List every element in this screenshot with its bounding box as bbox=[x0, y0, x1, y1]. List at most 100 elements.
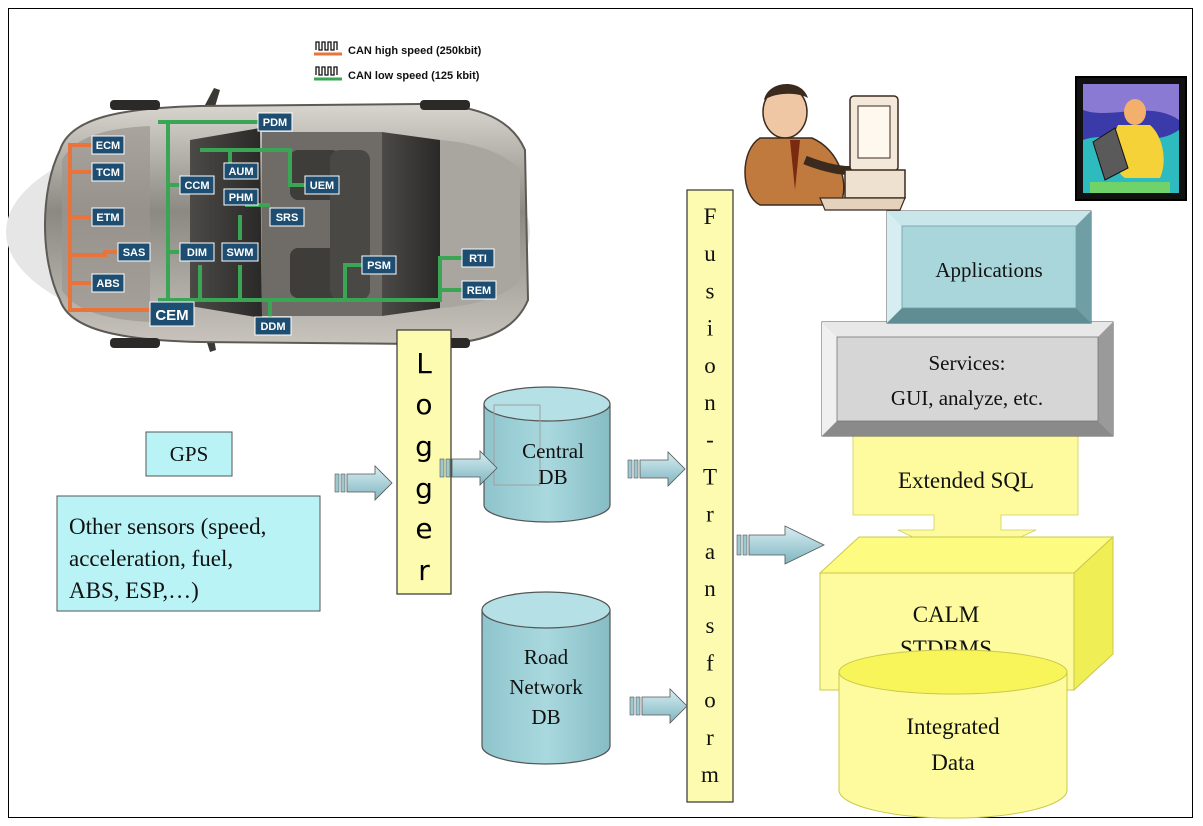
arrow-road-db-to-fusion bbox=[629, 688, 688, 724]
module-tcm: TCM bbox=[91, 162, 125, 182]
module-srs: SRS bbox=[269, 207, 305, 227]
other-sensors-box: Other sensors (speed, acceleration, fuel… bbox=[56, 495, 321, 612]
extended-sql-label: Extended SQL bbox=[898, 468, 1034, 493]
fusion-letter: F bbox=[704, 204, 717, 229]
road-db-label-1: Road bbox=[524, 645, 569, 669]
services-box: Services: GUI, analyze, etc. bbox=[821, 321, 1114, 437]
other-sensors-line-1: Other sensors (speed, bbox=[69, 514, 266, 539]
svg-text:DIM: DIM bbox=[187, 247, 207, 259]
fusion-letter: s bbox=[706, 278, 715, 303]
svg-text:DDM: DDM bbox=[260, 321, 285, 333]
logger-letter: e bbox=[415, 512, 432, 545]
svg-text:PHM: PHM bbox=[229, 192, 253, 204]
central-db-label-2: DB bbox=[538, 465, 567, 489]
integrated-data-cylinder: Integrated Data bbox=[838, 649, 1068, 819]
other-sensors-line-2: acceleration, fuel, bbox=[69, 546, 233, 571]
module-psm: PSM bbox=[361, 255, 397, 275]
module-ccm: CCM bbox=[179, 175, 215, 195]
svg-text:TCM: TCM bbox=[96, 167, 120, 179]
flow-arrows bbox=[334, 450, 825, 724]
module-etm: ETM bbox=[91, 207, 125, 227]
svg-text:UEM: UEM bbox=[310, 180, 334, 192]
svg-text:ETM: ETM bbox=[96, 212, 119, 224]
signal-waveform-icon bbox=[315, 66, 338, 76]
svg-text:CEM: CEM bbox=[155, 307, 188, 324]
svg-text:PDM: PDM bbox=[263, 117, 287, 129]
module-rem: REM bbox=[461, 280, 497, 300]
legend: CAN high speed (250kbit) CAN low speed (… bbox=[314, 41, 482, 82]
svg-text:PSM: PSM bbox=[367, 260, 391, 272]
fusion-letter: n bbox=[704, 576, 716, 601]
logger-letter: g bbox=[415, 430, 433, 463]
logger-letter: o bbox=[415, 388, 432, 421]
svg-text:ABS: ABS bbox=[96, 278, 119, 290]
person-at-computer-icon bbox=[744, 83, 906, 211]
fusion-letter: f bbox=[706, 650, 714, 675]
svg-text:SWM: SWM bbox=[227, 247, 254, 259]
svg-text:SRS: SRS bbox=[276, 212, 299, 224]
laptop-user-icon bbox=[1075, 76, 1187, 201]
module-aum: AUM bbox=[223, 162, 259, 180]
fusion-letter: r bbox=[706, 725, 714, 750]
arrow-central-db-to-fusion bbox=[627, 451, 686, 487]
slide-frame bbox=[8, 8, 1193, 818]
arrow-logger-to-central-db bbox=[439, 450, 498, 486]
fusion-letter: o bbox=[704, 353, 716, 378]
module-sas: SAS bbox=[117, 242, 151, 262]
logger-letter: g bbox=[415, 472, 433, 505]
can-low-bus bbox=[158, 120, 462, 322]
applications-box: Applications bbox=[886, 210, 1092, 324]
road-network-db-cylinder: Road Network DB bbox=[481, 591, 611, 765]
svg-text:ECM: ECM bbox=[96, 140, 120, 152]
module-cem: CEM bbox=[149, 301, 195, 327]
svg-text:SAS: SAS bbox=[123, 247, 146, 259]
module-swm: SWM bbox=[221, 242, 259, 262]
fusion-letter: i bbox=[707, 316, 713, 341]
logger-letter: r bbox=[418, 554, 430, 587]
svg-text:CCM: CCM bbox=[184, 180, 209, 192]
fusion-letter: o bbox=[704, 688, 716, 713]
other-sensors-line-3: ABS, ESP,…) bbox=[69, 578, 199, 603]
calm-label: CALM bbox=[913, 602, 979, 627]
services-label-2: GUI, analyze, etc. bbox=[891, 386, 1043, 410]
fusion-letter: T bbox=[703, 464, 717, 489]
fusion-letter: s bbox=[706, 613, 715, 638]
svg-text:RTI: RTI bbox=[469, 253, 487, 265]
module-dim: DIM bbox=[179, 242, 215, 262]
applications-label: Applications bbox=[935, 258, 1042, 282]
can-high-bus bbox=[68, 143, 150, 312]
svg-text:AUM: AUM bbox=[228, 166, 253, 178]
module-ecm: ECM bbox=[91, 135, 125, 155]
road-db-label-3: DB bbox=[531, 705, 560, 729]
signal-waveform-icon bbox=[315, 41, 338, 51]
fusion-letter: a bbox=[705, 539, 715, 564]
gps-box: GPS bbox=[145, 431, 233, 477]
fusion-letter: r bbox=[706, 502, 714, 527]
arrow-sensors-to-logger bbox=[334, 465, 393, 501]
module-rti: RTI bbox=[461, 248, 495, 268]
fusion-letter: n bbox=[704, 390, 716, 415]
logger-letter: L bbox=[416, 347, 432, 380]
legend-high-speed: CAN high speed (250kbit) bbox=[348, 45, 482, 57]
central-db-cylinder: Central DB bbox=[483, 386, 611, 523]
module-phm: PHM bbox=[223, 188, 259, 206]
services-label-1: Services: bbox=[929, 351, 1006, 375]
module-ddm: DDM bbox=[254, 316, 292, 336]
car-network-image: CAN high speed (250kbit) CAN low speed (… bbox=[6, 41, 530, 352]
arrow-fusion-to-stdbms bbox=[736, 525, 825, 565]
integrated-label-2: Data bbox=[931, 750, 974, 775]
module-pdm: PDM bbox=[257, 112, 293, 132]
fusion-letter: - bbox=[706, 427, 714, 452]
module-uem: UEM bbox=[304, 175, 340, 195]
gps-label: GPS bbox=[170, 442, 209, 466]
central-db-label-1: Central bbox=[522, 439, 584, 463]
integrated-label-1: Integrated bbox=[906, 714, 1000, 739]
module-abs: ABS bbox=[91, 273, 125, 293]
mirror-top-icon bbox=[205, 88, 220, 110]
svg-text:REM: REM bbox=[467, 285, 491, 297]
fusion-letter: m bbox=[701, 762, 719, 787]
road-db-label-2: Network bbox=[509, 675, 583, 699]
legend-low-speed: CAN low speed (125 kbit) bbox=[348, 70, 480, 82]
